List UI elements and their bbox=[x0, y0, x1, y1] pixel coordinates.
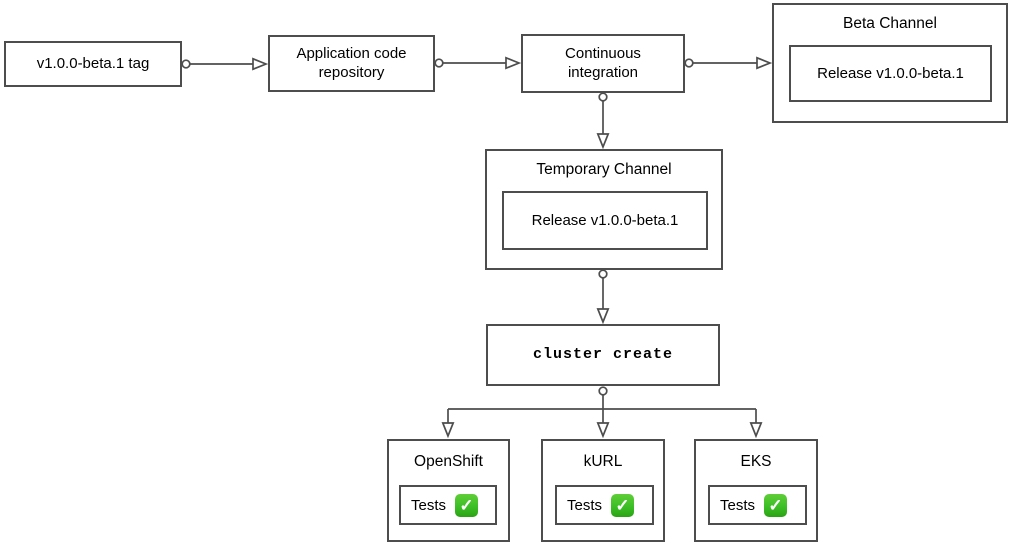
node-cluster-create: cluster create bbox=[486, 324, 720, 386]
check-glyph: ✓ bbox=[459, 495, 474, 515]
node-beta-release-label: Release v1.0.0-beta.1 bbox=[817, 65, 964, 82]
node-openshift: OpenShift Tests ✓ bbox=[387, 439, 510, 542]
node-continuous-integration: Continuous integration bbox=[521, 34, 685, 93]
edge-cluster-create-to-clusters bbox=[441, 386, 763, 439]
node-app-code-repository: Application code repository bbox=[268, 35, 435, 92]
node-app-code-repository-label: Application code repository bbox=[296, 44, 407, 81]
node-beta-channel-title: Beta Channel bbox=[843, 15, 937, 32]
node-continuous-integration-label: Continuous integration bbox=[565, 44, 641, 81]
node-kurl-tests-label: Tests bbox=[567, 496, 603, 514]
node-version-tag-label: v1.0.0-beta.1 tag bbox=[36, 54, 150, 72]
node-openshift-title: OpenShift bbox=[414, 453, 483, 470]
edge-repo-to-ci bbox=[434, 56, 522, 70]
node-temporary-channel-title: Temporary Channel bbox=[536, 161, 672, 178]
check-icon: ✓ bbox=[764, 493, 788, 517]
check-icon: ✓ bbox=[611, 493, 635, 517]
check-icon: ✓ bbox=[455, 493, 479, 517]
node-eks-title: EKS bbox=[740, 453, 772, 470]
edge-ci-to-beta-channel bbox=[684, 56, 773, 70]
node-temporary-release: Release v1.0.0-beta.1 bbox=[502, 191, 708, 250]
node-beta-release: Release v1.0.0-beta.1 bbox=[789, 45, 992, 102]
node-beta-channel: Beta Channel Release v1.0.0-beta.1 bbox=[772, 3, 1008, 123]
node-openshift-tests: Tests ✓ bbox=[399, 485, 497, 525]
check-glyph: ✓ bbox=[615, 495, 630, 515]
edge-tag-to-repo bbox=[181, 57, 269, 71]
node-cluster-create-label: cluster create bbox=[532, 345, 674, 363]
node-eks-tests: Tests ✓ bbox=[708, 485, 807, 525]
node-kurl: kURL Tests ✓ bbox=[541, 439, 665, 542]
edge-ci-to-temp-channel bbox=[596, 92, 610, 150]
node-eks-tests-label: Tests bbox=[720, 496, 756, 514]
node-temporary-release-label: Release v1.0.0-beta.1 bbox=[531, 212, 679, 229]
edge-temp-channel-to-cluster-create bbox=[596, 269, 610, 325]
node-eks: EKS Tests ✓ bbox=[694, 439, 818, 542]
node-openshift-tests-label: Tests bbox=[411, 496, 447, 514]
node-version-tag: v1.0.0-beta.1 tag bbox=[4, 41, 182, 87]
check-glyph: ✓ bbox=[768, 495, 783, 515]
node-kurl-tests: Tests ✓ bbox=[555, 485, 654, 525]
node-kurl-title: kURL bbox=[583, 453, 623, 470]
node-temporary-channel: Temporary Channel Release v1.0.0-beta.1 bbox=[485, 149, 723, 270]
